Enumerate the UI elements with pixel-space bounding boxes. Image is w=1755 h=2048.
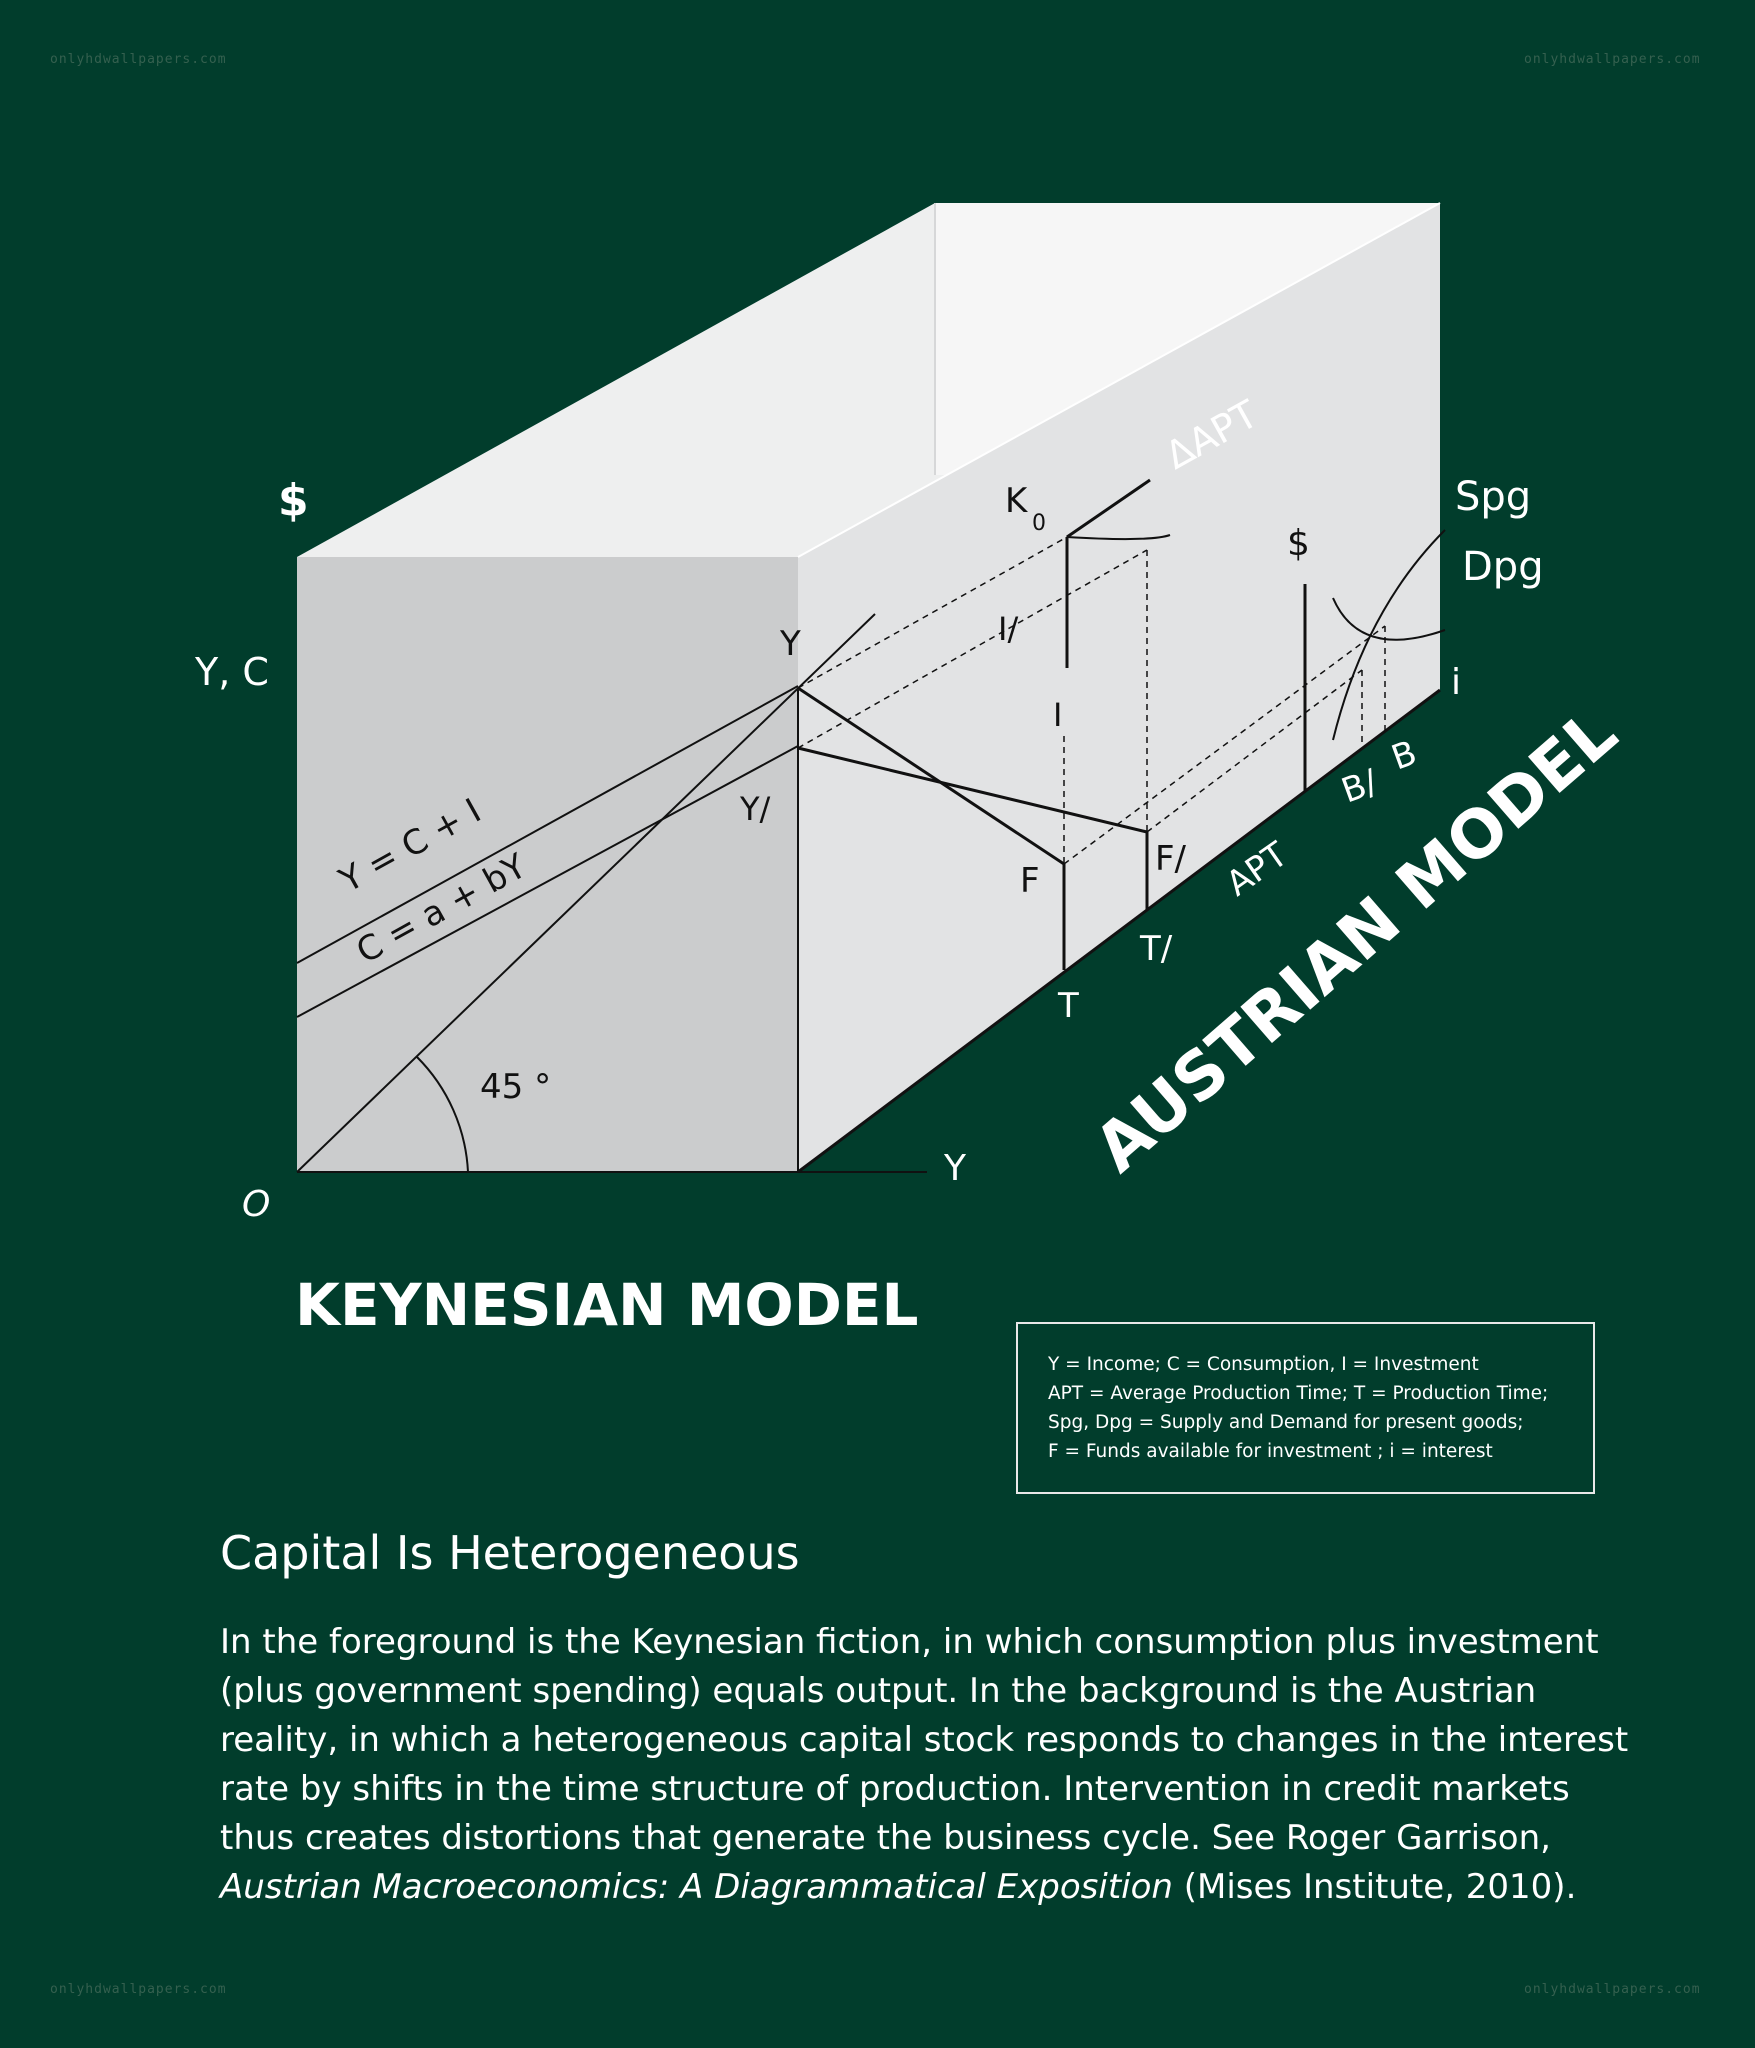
line-y-equals-c-plus-i — [296, 685, 799, 964]
supply-curve-spg — [1332, 529, 1446, 741]
legend-line: Y = Income; C = Consumption, I = Investm… — [1048, 1354, 1479, 1375]
line-k0-delta-apt — [1066, 478, 1151, 539]
caption-title: Capital Is Heterogeneous — [220, 1526, 800, 1580]
caption-line: thus creates distortions that generate t… — [220, 1818, 1551, 1858]
watermark-bottom-left: onlyhdwallpapers.com — [50, 1982, 227, 1997]
floor-edge — [797, 688, 1441, 1174]
label-i: I — [1053, 696, 1062, 734]
caption-body: In the foreground is the Keynesian ficti… — [220, 1618, 1650, 1912]
label-i-prime: I/ — [998, 610, 1018, 648]
line-y-to-f — [797, 686, 1065, 866]
label-x-axis-y: Y — [943, 1148, 967, 1189]
box-side-face — [798, 203, 1440, 1172]
caption-line: reality, in which a heterogeneous capita… — [220, 1720, 1629, 1760]
watermark-bottom-right: onlyhdwallpapers.com — [1524, 1982, 1701, 1997]
angle-arc-45 — [416, 1056, 469, 1173]
dashed-y-to-k0 — [797, 536, 1068, 689]
dashed-yprime-to-iprime — [797, 549, 1148, 749]
label-austrian-dollar: $ — [1287, 523, 1310, 564]
k0-curve — [1066, 534, 1171, 541]
dashed-f-to-b — [1063, 625, 1386, 865]
label-angle-45: 45 ° — [480, 1067, 551, 1107]
label-point-y: Y — [779, 624, 801, 664]
watermark-top-right: onlyhdwallpapers.com — [1524, 52, 1701, 67]
keynesian-model-title: KEYNESIAN MODEL — [295, 1271, 918, 1339]
caption-line: rate by shifts in the time structure of … — [220, 1769, 1570, 1809]
label-y-axis-dollar: $ — [278, 475, 309, 526]
label-dpg: Dpg — [1462, 544, 1544, 590]
dashed-fprime-to-bprime — [1146, 669, 1363, 833]
label-k0-subscript: 0 — [1032, 511, 1046, 536]
label-b: B — [1386, 733, 1422, 779]
caption-line: In the foreground is the Keynesian ficti… — [220, 1622, 1599, 1662]
label-t-prime: T/ — [1139, 929, 1173, 969]
label-b-prime: B/ — [1336, 762, 1383, 812]
legend-box: Y = Income; C = Consumption, I = Investm… — [1016, 1322, 1595, 1494]
legend-line: APT = Average Production Time; T = Produ… — [1048, 1383, 1549, 1404]
label-k0: K — [1005, 481, 1029, 521]
label-origin: O — [242, 1184, 270, 1225]
line-45-degree — [296, 613, 876, 1173]
label-y-axis-yc: Y, C — [194, 650, 269, 694]
watermark-top-left: onlyhdwallpapers.com — [50, 52, 227, 67]
demand-curve-dpg — [1332, 597, 1446, 641]
book-title: Austrian Macroeconomics: A Diagrammatica… — [220, 1867, 1173, 1907]
legend-line: Spg, Dpg = Supply and Demand for present… — [1048, 1412, 1524, 1433]
label-spg: Spg — [1455, 474, 1531, 520]
caption-last-line-rest: (Mises Institute, 2010). — [1172, 1867, 1577, 1907]
legend-line: F = Funds available for investment ; i =… — [1048, 1441, 1493, 1462]
label-f-prime: F/ — [1155, 839, 1187, 879]
top-edge-line — [797, 202, 1441, 558]
line-c-equals-a-plus-by — [296, 745, 799, 1018]
caption-last-line: Austrian Macroeconomics: A Diagrammatica… — [220, 1863, 1650, 1912]
caption-line: (plus government spending) equals output… — [220, 1671, 1537, 1711]
label-point-y-prime: Y/ — [739, 790, 771, 828]
label-t: T — [1057, 986, 1079, 1026]
box-front-face — [297, 557, 798, 1172]
label-i-axis: i — [1451, 662, 1461, 703]
label-f: F — [1020, 861, 1040, 901]
line-yprime-to-fprime — [797, 746, 1148, 834]
